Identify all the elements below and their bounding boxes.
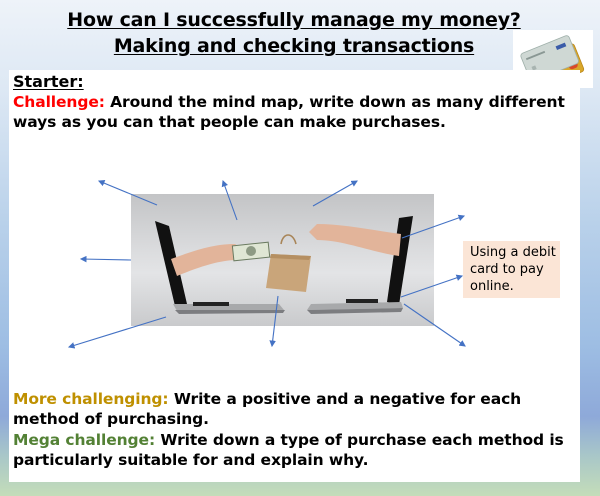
more-challenging-body: Write a positive and a negative for each…	[13, 390, 522, 428]
center-photo	[131, 194, 434, 326]
arrow-top-center	[221, 179, 238, 221]
arrow-bottom-right	[403, 303, 466, 347]
mind-map-callout: Using a debit card to pay online.	[463, 241, 560, 298]
arrow-top-left	[97, 180, 158, 206]
arrow-right-callout	[400, 274, 464, 298]
arrow-bottom-left	[67, 316, 167, 349]
mega-challenge-body: Write down a type of purchase each metho…	[13, 431, 564, 469]
arrow-left	[79, 255, 132, 263]
arrow-right-upper	[401, 214, 466, 239]
arrow-top-right	[312, 180, 358, 207]
mega-challenge-label: Mega challenge:	[13, 431, 156, 449]
page-subtitle: Making and checking transactions	[113, 35, 475, 57]
challenge-label: Challenge:	[13, 93, 105, 111]
arrow-bottom-center	[269, 295, 279, 348]
challenge-text: Challenge: Around the mind map, write do…	[13, 92, 573, 132]
mega-challenge-text: Mega challenge: Write down a type of pur…	[13, 430, 573, 470]
challenge-body: Around the mind map, write down as many …	[13, 93, 565, 131]
more-challenging-label: More challenging:	[13, 390, 169, 408]
more-challenging-text: More challenging: Write a positive and a…	[13, 389, 573, 429]
page-title: How can I successfully manage my money?	[67, 9, 521, 31]
starter-heading: Starter:	[13, 72, 84, 91]
